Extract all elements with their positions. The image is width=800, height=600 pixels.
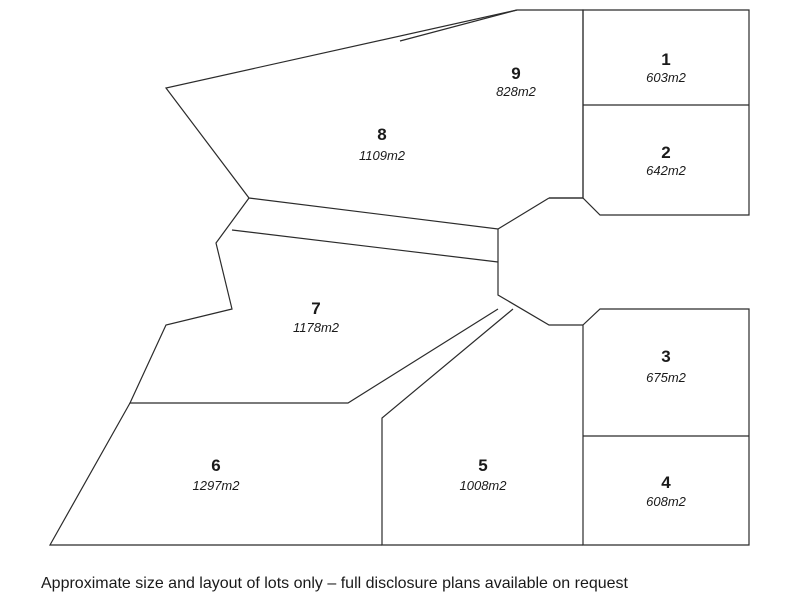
lot-5-boundary (381, 308, 583, 546)
court-boundary (497, 197, 583, 326)
lot-7-area: 1178m2 (293, 320, 340, 335)
lot-6-boundary (48, 402, 382, 546)
lot-boundaries (48, 9, 750, 546)
lot-1-2-boundary (582, 9, 750, 216)
lot-8-area: 1109m2 (359, 148, 406, 163)
lot-9-number: 9 (511, 64, 520, 83)
lot-4-number: 4 (661, 473, 671, 492)
lot-labels: 1 603m2 2 642m2 3 675m2 4 608m2 5 1008m2… (193, 50, 687, 509)
lot-7-boundary (129, 197, 499, 404)
lot-2-number: 2 (661, 143, 670, 162)
lot-6-area: 1297m2 (193, 478, 241, 493)
lot-3-number: 3 (661, 347, 670, 366)
plan-caption: Approximate size and layout of lots only… (41, 575, 628, 592)
access-lane-edge (231, 229, 499, 263)
lot-5-number: 5 (478, 456, 487, 475)
lot-4-area: 608m2 (646, 494, 687, 509)
lot-1-area: 603m2 (646, 70, 687, 85)
lot-5-area: 1008m2 (460, 478, 508, 493)
lot-9-boundary (399, 9, 584, 199)
lot-1-number: 1 (661, 50, 670, 69)
lot-3-area: 675m2 (646, 370, 687, 385)
lot-9-area: 828m2 (496, 84, 537, 99)
lot-6-number: 6 (211, 456, 220, 475)
lot-2-area: 642m2 (646, 163, 687, 178)
lot-3-4-boundary (582, 308, 750, 546)
lot-8-boundary (164, 9, 550, 230)
lot-7-number: 7 (311, 299, 320, 318)
lot-8-number: 8 (377, 125, 386, 144)
